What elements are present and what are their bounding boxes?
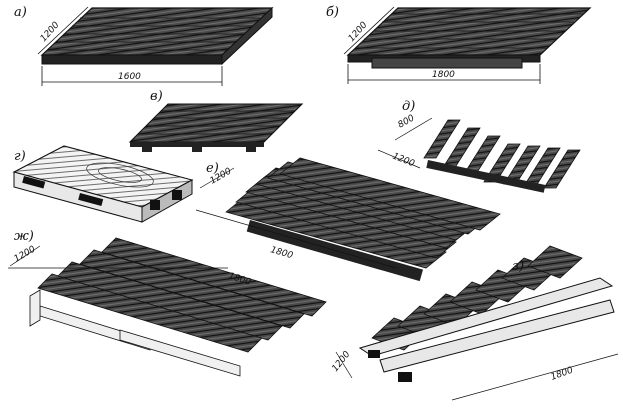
pallet-figure-zh: 1200 1800 [8, 237, 327, 377]
fig-zh-dim-width: 1200 [13, 244, 38, 264]
fig-b-label: б) [326, 5, 339, 20]
fig-d-dim-length: 1200 [391, 152, 416, 170]
fig-g-label: г) [14, 149, 26, 164]
fig-d-label: д) [402, 99, 415, 114]
fig-z-dim-width: 1200 [330, 349, 352, 373]
fig-a-dim-length: 1600 [118, 72, 141, 82]
fig-a-label: а) [14, 5, 27, 20]
pallet-figure-e: 1200 1800 [195, 157, 501, 282]
fig-z-label: з) [512, 259, 524, 274]
fig-v-label: в) [150, 89, 163, 104]
pallet-figure-g [12, 145, 194, 223]
fig-z-dim-length: 1800 [550, 365, 575, 382]
pallet-figure-v [128, 103, 304, 152]
fig-e-label: е) [206, 161, 219, 176]
pallet-figure-b: 1200 1800 [343, 6, 592, 84]
pallet-figure-d: 800 1200 [377, 113, 581, 193]
fig-b-dim-length: 1800 [432, 70, 455, 80]
pallet-figure-z: 1200 1800 [330, 245, 619, 401]
fig-d-dim-width: 800 [397, 113, 417, 130]
fig-e-dim-length: 1800 [269, 245, 294, 261]
pallet-figure-a: 1200 1600 [37, 6, 274, 86]
fig-zh-label: ж) [14, 229, 34, 244]
